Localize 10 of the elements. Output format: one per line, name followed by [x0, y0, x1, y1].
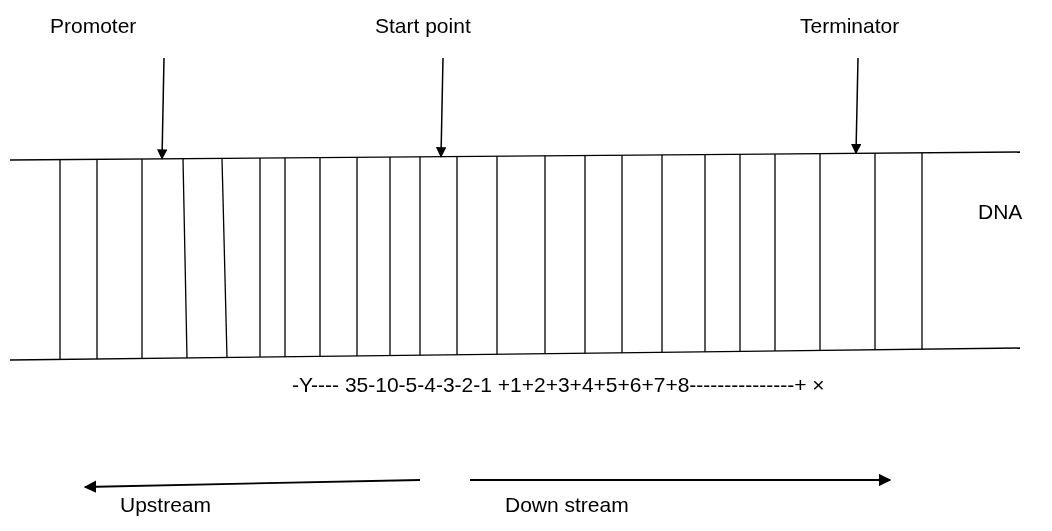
upstream-label: Upstream — [120, 493, 212, 517]
label-text: Promoter — [50, 14, 137, 38]
label-text: Terminator — [800, 14, 900, 38]
dna-label: DNA — [978, 200, 1023, 224]
leader-arrow — [435, 57, 447, 158]
downstream-label: Down stream — [505, 493, 629, 517]
leader-arrow — [850, 57, 862, 155]
label-text: Start point — [375, 14, 471, 38]
position-scale: -Y---- 35-10-5-4-3-2-1 +1+2+3+4+5+6+7+8---------------+ × — [292, 373, 825, 397]
leader-arrow — [156, 57, 168, 160]
